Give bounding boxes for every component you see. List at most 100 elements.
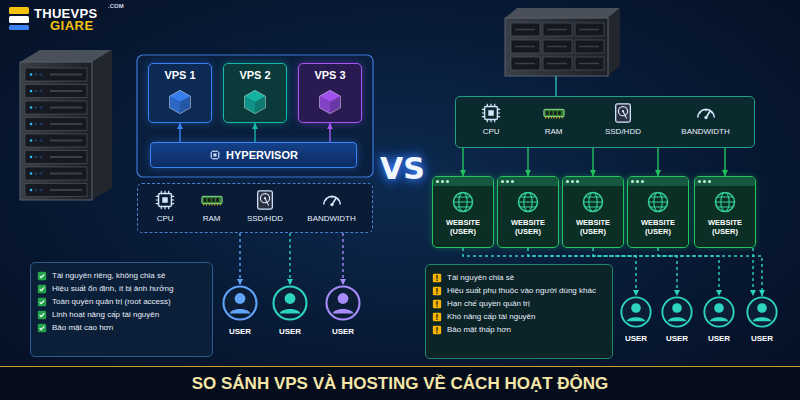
globe-icon (433, 190, 493, 214)
globe-icon (646, 190, 670, 214)
vps-box: VPS 1 (148, 63, 212, 123)
resource-icon (543, 102, 565, 124)
check-icon (37, 323, 47, 333)
user-node: USER (617, 296, 655, 352)
user-label: USER (321, 327, 365, 337)
globe-icon (498, 190, 558, 214)
browser-dot (631, 180, 634, 183)
user-icon (222, 285, 258, 321)
list-row: Bảo mật thấp hơn (432, 324, 606, 335)
globe-icon (451, 190, 475, 214)
browser-dot (441, 180, 444, 183)
resource-box: CPURAMSSD/HDDBANDWIDTH (455, 96, 755, 148)
cube-icon (166, 88, 194, 116)
check-icon (37, 310, 47, 320)
resource-icon (695, 102, 717, 124)
resource-label: RAM (543, 127, 565, 137)
browser-dot (506, 180, 509, 183)
list-row: Linh hoạt nâng cấp tài nguyên (37, 309, 206, 320)
list-row: Hạn chế quyền quản trị (432, 298, 606, 309)
globe-icon (516, 190, 540, 214)
connector (658, 248, 762, 296)
resource-label: CPU (154, 214, 176, 224)
browser-bar (563, 177, 623, 186)
user-label: USER (218, 327, 262, 337)
logo-domain: .COM (108, 3, 124, 10)
cube-icon (301, 88, 359, 116)
list-item: Hiệu suất ổn định, ít bị ảnh hưởng (52, 283, 173, 294)
check-icon (37, 284, 47, 294)
user-icon (700, 296, 738, 328)
title-wrap: SO SÁNH VPS VÀ HOSTING VỀ CÁCH HOẠT ĐỘNG (0, 367, 800, 400)
warning-icon (432, 299, 442, 309)
cube-icon (226, 88, 284, 116)
user-node: USER (218, 285, 262, 340)
browser-bar (695, 177, 755, 186)
cpu-icon (209, 149, 221, 161)
connector (289, 233, 290, 285)
resource-icon (681, 102, 729, 124)
check-icon (37, 323, 47, 333)
resource-icon (480, 102, 502, 124)
server-rack (20, 50, 112, 200)
connector (239, 233, 240, 285)
warning-icon (432, 325, 442, 335)
connector (179, 123, 180, 142)
resource-icon (247, 189, 283, 211)
resource-label: BANDWIDTH (307, 214, 355, 224)
user-node: USER (268, 285, 312, 340)
vs-label: VS (380, 152, 425, 186)
check-icon (37, 271, 47, 281)
list-item: Khó nâng cấp tài nguyên (447, 311, 536, 322)
connector (527, 148, 528, 176)
resource-icon (254, 189, 276, 211)
user-node: USER (700, 296, 738, 352)
user-icon (743, 296, 781, 328)
list-item: Bảo mật thấp hơn (447, 324, 511, 335)
list-row: Hiệu suất ổn định, ít bị ảnh hưởng (37, 283, 206, 294)
resource-box: CPURAMSSD/HDDBANDWIDTH (137, 183, 373, 233)
list-item: Toàn quyền quản trị (root access) (52, 296, 171, 307)
browser-bar (628, 177, 688, 186)
connector (254, 123, 255, 142)
warning-icon (432, 273, 442, 283)
logo-icon (9, 7, 29, 30)
user-icon (218, 285, 262, 321)
vps-box: VPS 2 (223, 63, 287, 123)
website-card: WEBSITE (USER) (432, 176, 494, 248)
browser-dot (708, 180, 711, 183)
warning-icon (432, 312, 442, 322)
user-icon (661, 296, 693, 328)
resource-item: SSD/HDD (605, 102, 641, 137)
browser-dot (511, 180, 514, 183)
vps-panel (137, 55, 373, 177)
resource-icon (543, 102, 565, 124)
server-box (505, 8, 620, 96)
list-item: Tài nguyên riêng, không chia sẻ (52, 270, 165, 281)
user-node: USER (658, 296, 696, 352)
resource-item: RAM (543, 102, 565, 137)
cube-icon (241, 88, 269, 116)
website-label: WEBSITE (USER) (634, 218, 682, 236)
hypervisor-label: HYPERVISOR (226, 149, 298, 162)
globe-icon (581, 190, 605, 214)
user-icon (268, 285, 312, 321)
vps-box: VPS 3 (298, 63, 362, 123)
user-label: USER (658, 334, 696, 344)
globe-icon (563, 190, 623, 214)
warning-icon (432, 299, 442, 309)
user-icon (272, 285, 308, 321)
website-card: WEBSITE (USER) (562, 176, 624, 248)
warning-icon (432, 286, 442, 296)
list-row: Bảo mật cao hơn (37, 322, 206, 333)
warning-icon (432, 286, 442, 296)
hypervisor-bar: HYPERVISOR (150, 142, 357, 168)
connector (592, 148, 593, 176)
list-row: Toàn quyền quản trị (root access) (37, 296, 206, 307)
user-node: USER (321, 285, 365, 340)
website-card: WEBSITE (USER) (627, 176, 689, 248)
browser-dot (571, 180, 574, 183)
list-item: Tài nguyên chia sẻ (447, 272, 514, 283)
